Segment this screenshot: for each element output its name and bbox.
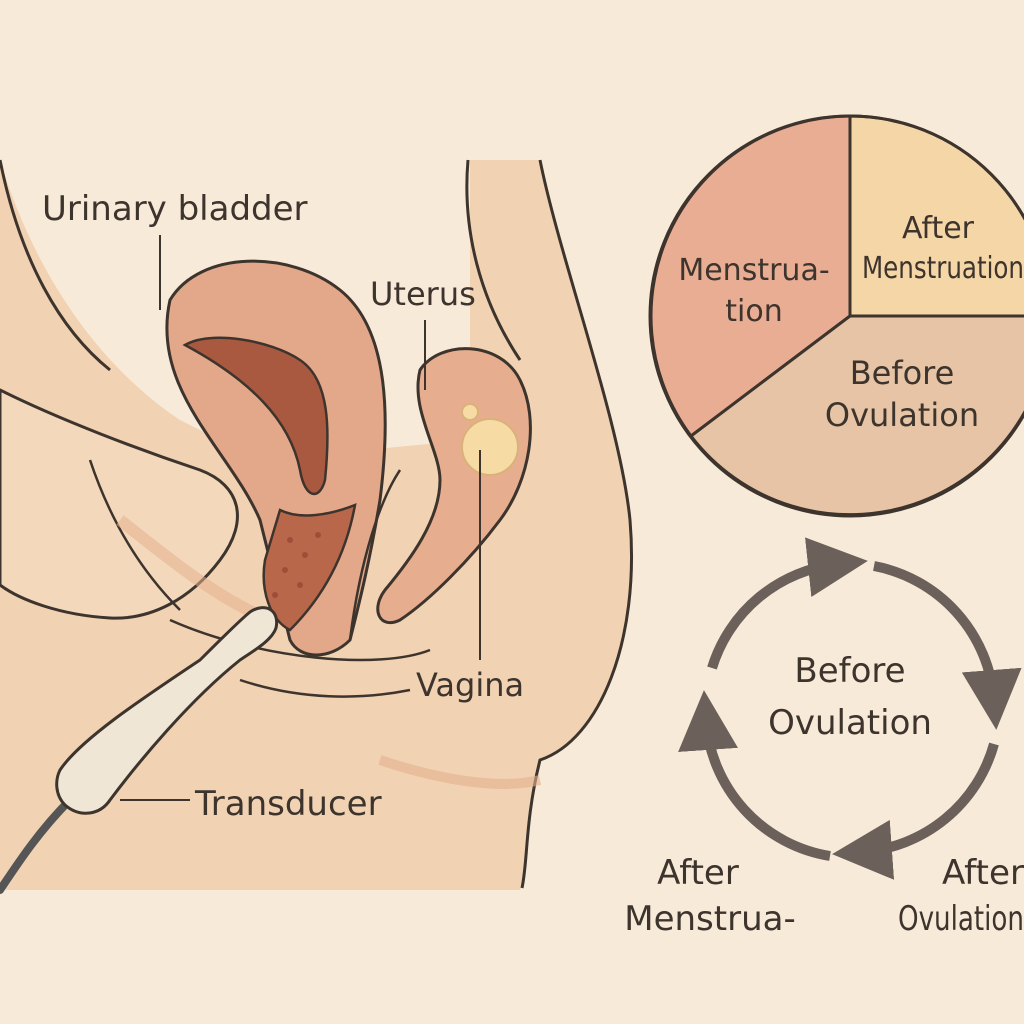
cycle-bottom-right-line-1: After <box>942 853 1024 893</box>
cycle-arrow-right <box>873 561 1022 730</box>
rectum <box>348 469 402 641</box>
pie-label-menstruation-1: Menstrua- <box>678 253 829 288</box>
anatomy-illustration: Urinary bladder Uterus Vagina Transducer <box>0 159 634 894</box>
cycle-bottom-right-line-2: Ovulation <box>898 899 1024 939</box>
pelvic-floor-line-1 <box>169 618 431 662</box>
vaginal-canal <box>262 503 357 632</box>
cycle-diagram: Before Ovulation After Menstrua- After O… <box>624 537 1024 939</box>
transducer-cable <box>0 796 74 894</box>
pie-outline <box>648 114 1024 518</box>
cycle-arrow-left <box>678 690 831 861</box>
ovary-follicle <box>461 418 519 476</box>
tissue-dots <box>272 532 321 598</box>
back-outline <box>520 159 634 889</box>
pie-label-menstruation-2: tion <box>725 294 782 329</box>
pie-label-after-menstruation-1: After <box>902 211 975 246</box>
transducer-label: Transducer <box>194 784 382 824</box>
thigh-crease <box>88 459 181 611</box>
uterus-organ <box>376 347 532 625</box>
cycle-arrow-top <box>707 537 868 670</box>
pie-label-before-ovulation-2: Ovulation <box>825 396 979 434</box>
follicle-small <box>461 403 479 421</box>
transducer-probe <box>55 606 279 815</box>
cycle-center-line-2: Ovulation <box>768 703 932 743</box>
bladder-cavity <box>182 336 329 496</box>
cycle-arrow-bottom <box>832 742 999 880</box>
vagina-label: Vagina <box>416 666 524 704</box>
bladder-label: Urinary bladder <box>42 189 308 229</box>
cycle-pie-chart: Menstrua- tion After Menstruation Before… <box>648 114 1024 518</box>
uterus-label: Uterus <box>370 275 476 313</box>
cycle-center-line-1: Before <box>794 651 905 691</box>
abdomen-outline <box>0 159 111 372</box>
pelvic-floor-line-2 <box>239 678 411 698</box>
pie-label-after-menstruation-2: Menstruation <box>862 251 1024 286</box>
cycle-bottom-left-line-2: Menstrua- <box>624 899 795 939</box>
inner-back-outline <box>465 159 522 361</box>
buttock-shadow <box>378 755 542 789</box>
cycle-bottom-left-line-1: After <box>657 853 739 893</box>
pie-label-before-ovulation-1: Before <box>850 354 955 392</box>
